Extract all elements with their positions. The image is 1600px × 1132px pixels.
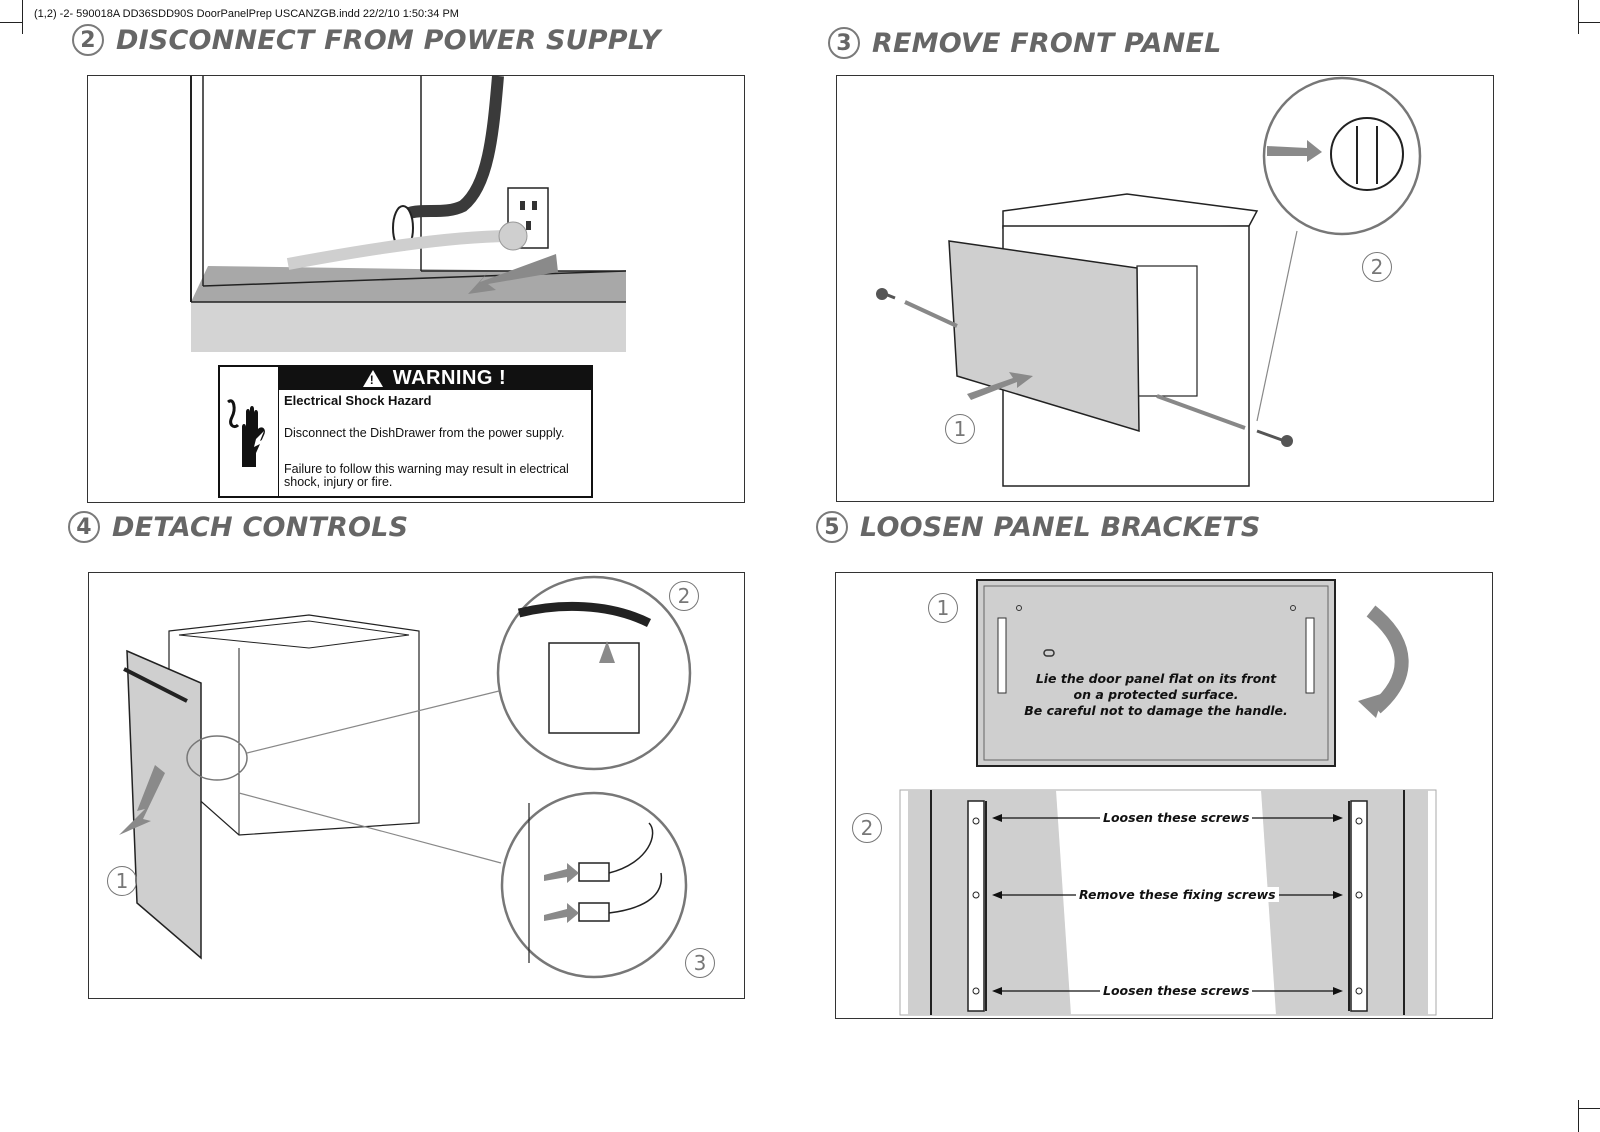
callout-2: 2: [852, 813, 882, 843]
callout-1: 1: [107, 866, 137, 896]
step-number: 4: [68, 511, 100, 543]
label-remove-fixing: Remove these fixing screws: [1076, 887, 1279, 902]
panel-note-line-1: Lie the door panel flat on its front: [1035, 671, 1277, 686]
crop-mark: [1578, 0, 1579, 34]
warning-line-1: Disconnect the DishDrawer from the power…: [284, 426, 565, 440]
callout-1: 1: [928, 593, 958, 623]
step-number: 2: [72, 24, 104, 56]
step-title-text: LOOSEN PANEL BRACKETS: [860, 511, 1261, 543]
warning-heading: Electrical Shock Hazard: [284, 393, 432, 408]
callout-3: 3: [685, 948, 715, 978]
step-title-text: REMOVE FRONT PANEL: [872, 27, 1222, 59]
callout-2: 2: [1362, 252, 1392, 282]
crop-mark: [1579, 22, 1600, 23]
label-loosen-top: Loosen these screws: [1100, 810, 1253, 825]
warning-line-2: Failure to follow this warning may resul…: [284, 462, 569, 489]
crop-mark: [0, 22, 22, 23]
label-loosen-bottom: Loosen these screws: [1100, 983, 1253, 998]
panel-note: Lie the door panel flat on its front on …: [1021, 671, 1291, 719]
warning-banner: ! WARNING !: [278, 367, 591, 390]
crop-mark: [22, 0, 23, 34]
warning-banner-text: WARNING !: [392, 367, 507, 389]
step-3-illustration: 1 2: [836, 75, 1494, 502]
step-5-title: 5 LOOSEN PANEL BRACKETS: [816, 511, 1261, 543]
warning-triangle-icon: !: [362, 370, 383, 387]
step-title-text: DISCONNECT FROM POWER SUPPLY: [116, 24, 661, 56]
step-5-illustration: 1 2 Lie the door panel flat on its front…: [835, 572, 1493, 1019]
crop-mark: [1579, 1108, 1600, 1109]
step-number: 3: [828, 27, 860, 59]
panel-note-line-2: on a protected surface.: [1073, 687, 1239, 702]
step-4-title: 4 DETACH CONTROLS: [68, 511, 408, 543]
callout-1: 1: [945, 414, 975, 444]
warning-box: ! WARNING ! Electrical Shock Hazard Disc…: [218, 365, 593, 498]
file-header: (1,2) -2- 590018A DD36SDD90S DoorPanelPr…: [34, 8, 459, 20]
step-3-title: 3 REMOVE FRONT PANEL: [828, 27, 1222, 59]
panel-note-line-3: Be careful not to damage the handle.: [1024, 703, 1288, 718]
crop-mark: [1578, 1100, 1579, 1132]
callout-2: 2: [669, 581, 699, 611]
step-2-title: 2 DISCONNECT FROM POWER SUPPLY: [72, 24, 661, 56]
step-title-text: DETACH CONTROLS: [112, 511, 409, 543]
electric-shock-hand-icon: [220, 367, 279, 496]
step-2-illustration: ! WARNING ! Electrical Shock Hazard Disc…: [87, 75, 745, 503]
step-number: 5: [816, 511, 848, 543]
step-4-illustration: 1 2 3: [88, 572, 745, 999]
